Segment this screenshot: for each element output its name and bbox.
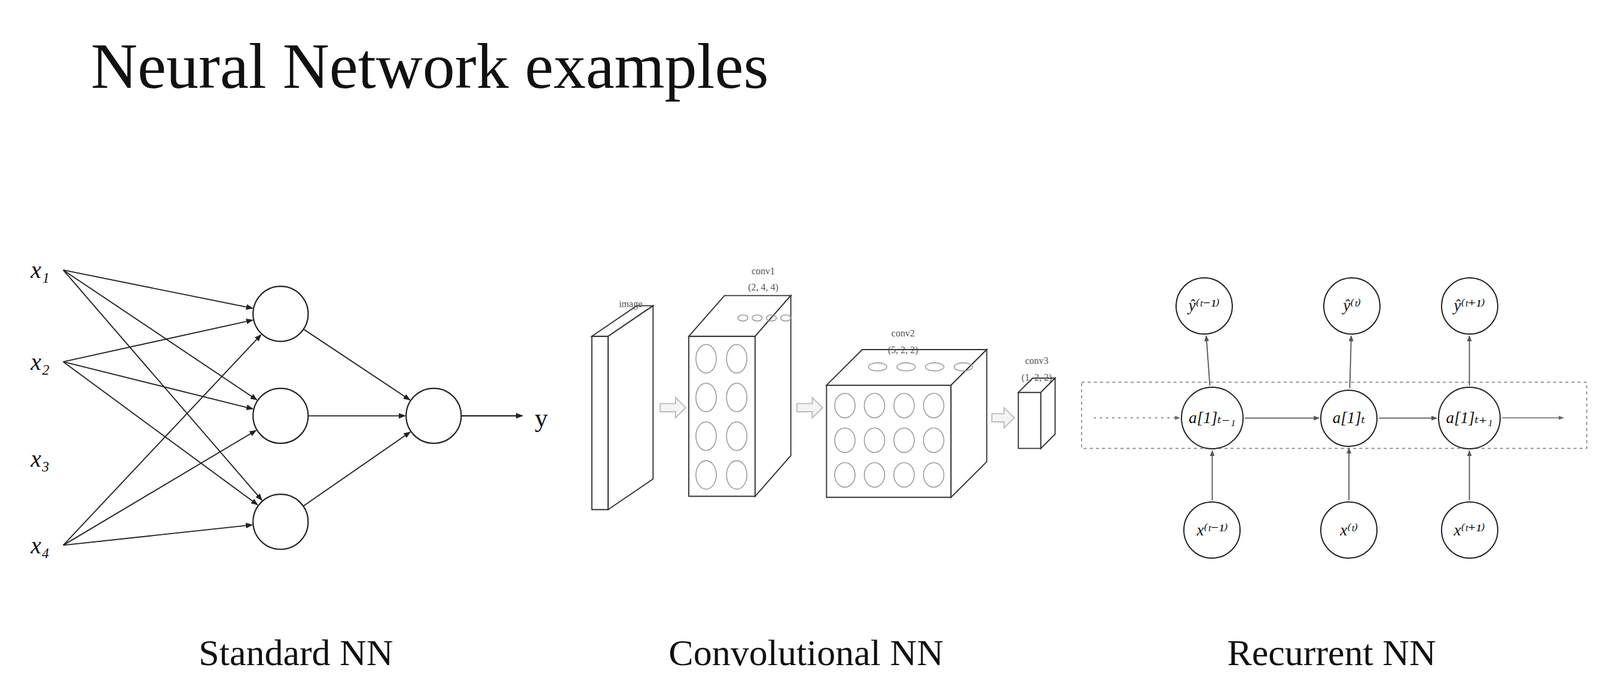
input-label: x₁ — [30, 257, 50, 284]
layer-name: conv3 — [1024, 355, 1049, 367]
rnn-unit: x⁽ᵗ⁾ — [1320, 501, 1378, 560]
standard-nn-weights — [63, 270, 411, 546]
input-label: x₄ — [30, 532, 50, 560]
rnn-unit: ŷ⁽ᵗ⁻¹⁾ — [1175, 277, 1233, 335]
output-label: y — [534, 404, 548, 433]
rnn-unit: ŷ⁽ᵗ⁺¹⁾ — [1440, 277, 1499, 335]
layer-dims: (2, 4, 4) — [747, 282, 779, 293]
cnn-drawing — [591, 295, 1056, 511]
rnn-unit: a[1]ₜ₋₁ — [1180, 386, 1244, 450]
rnn-connector — [1469, 336, 1471, 386]
input-label: x₃ — [30, 446, 50, 473]
title: Neural Network examples — [90, 31, 769, 103]
layer-name: image — [618, 298, 643, 310]
rnn-connector — [1350, 336, 1352, 389]
unit-label: x⁽ᵗ⁺¹⁾ — [1453, 522, 1485, 539]
rnn-connector — [1205, 336, 1210, 387]
layer-name: conv1 — [751, 266, 775, 277]
unit-label: ŷ⁽ᵗ⁺¹⁾ — [1453, 297, 1485, 314]
rnn-unit: a[1]ₜ₊₁ — [1437, 386, 1501, 450]
unit-label: x⁽ᵗ⁻¹⁾ — [1196, 522, 1228, 539]
unit-label: a[1]ₜ — [1332, 410, 1366, 427]
unit-label: ŷ⁽ᵗ⁾ — [1342, 297, 1361, 314]
feature-map-texture — [695, 315, 973, 490]
caption: Standard NN — [198, 632, 393, 674]
rnn-connector — [1244, 417, 1319, 420]
layer-name: conv2 — [891, 328, 915, 340]
caption: Recurrent NN — [1226, 632, 1436, 674]
unit-label: ŷ⁽ᵗ⁻¹⁾ — [1188, 297, 1220, 314]
rnn-unit: x⁽ᵗ⁺¹⁾ — [1440, 501, 1499, 560]
rnn-unit: ŷ⁽ᵗ⁾ — [1323, 277, 1381, 335]
unit-label: x⁽ᵗ⁾ — [1339, 522, 1358, 539]
rnn-connector — [1211, 450, 1214, 501]
layer-dims: (1, 2, 2) — [1021, 372, 1053, 384]
layer-dims: (5, 2, 2) — [887, 344, 919, 356]
rnn-unit: a[1]ₜ — [1320, 389, 1378, 448]
rnn-connector — [1348, 448, 1350, 502]
rnn-unit: x⁽ᵗ⁻¹⁾ — [1183, 501, 1241, 560]
caption: Convolutional NN — [668, 632, 944, 674]
unit-label: a[1]ₜ₋₁ — [1188, 410, 1236, 427]
rnn-connector — [1469, 450, 1471, 501]
standard-nn-drawing — [252, 286, 523, 550]
rnn-drawing — [1081, 382, 1587, 450]
rnn-connector — [1378, 417, 1437, 420]
unit-label: a[1]ₜ₊₁ — [1445, 410, 1493, 427]
input-label: x₂ — [30, 349, 50, 376]
